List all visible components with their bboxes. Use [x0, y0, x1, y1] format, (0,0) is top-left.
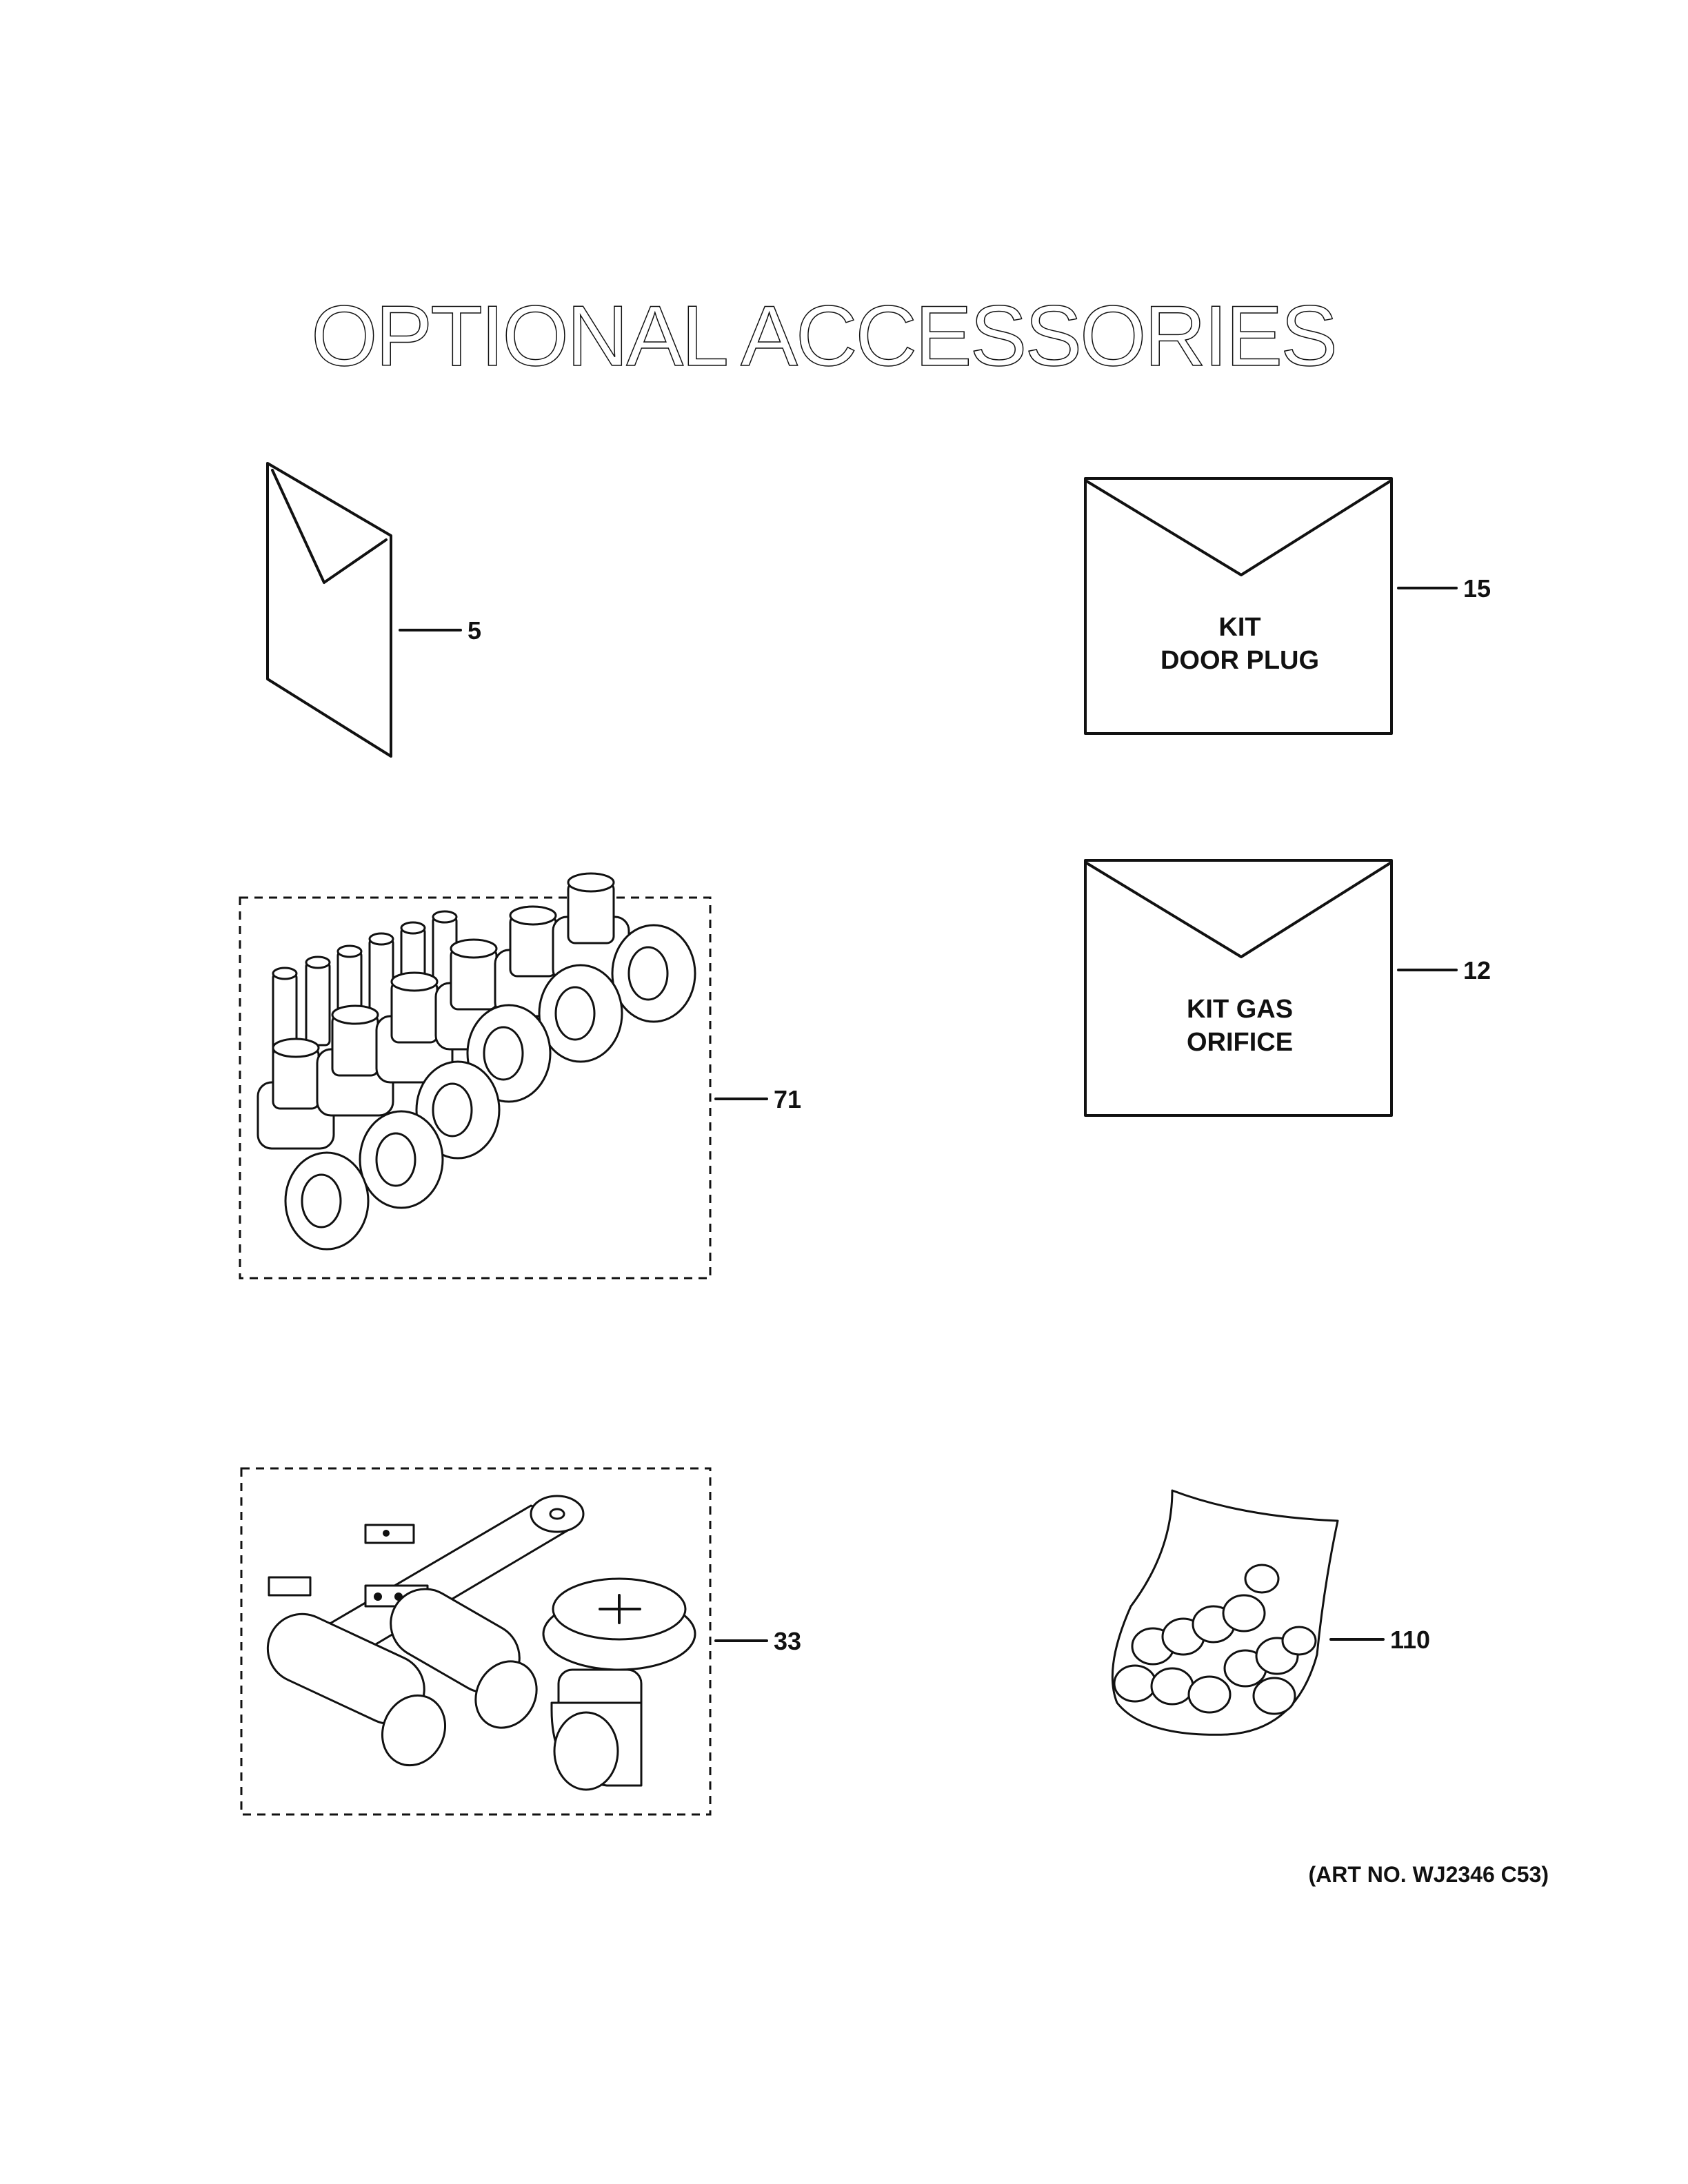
leveling-legs-kit-icon [257, 872, 696, 1251]
part-33-fittings-kit: 33 [240, 1467, 801, 1816]
part-12-gas-orifice-kit: KIT GAS ORIFICE 12 [1084, 859, 1491, 1117]
folded-manual-icon [266, 462, 392, 758]
callout-110: 110 [1390, 1626, 1430, 1654]
kit-label-line-2: ORIFICE [1187, 1028, 1293, 1057]
art-number: (ART NO. WJ2346 C53) [1308, 1862, 1549, 1887]
callout-12: 12 [1463, 956, 1491, 984]
part-110-screw-bag: 110 [1111, 1489, 1430, 1736]
kit-label-line-1: KIT [1218, 613, 1260, 642]
callout-33: 33 [774, 1627, 801, 1655]
page-title: OPTIONAL ACCESSORIES [311, 289, 1336, 384]
part-5-manual: 5 [266, 462, 481, 758]
kit-label-line-1: KIT GAS [1187, 995, 1293, 1024]
conversion-fittings-kit-icon [266, 1495, 696, 1791]
envelope-icon [1084, 477, 1393, 735]
callout-71: 71 [774, 1085, 801, 1113]
envelope-icon [1084, 859, 1393, 1117]
kit-label-line-2: DOOR PLUG [1160, 646, 1319, 675]
callout-15: 15 [1463, 574, 1491, 603]
part-71-legs-kit: 71 [239, 872, 801, 1280]
callout-5: 5 [468, 616, 481, 645]
screw-bag-icon [1111, 1489, 1339, 1736]
part-15-door-plug-kit: KIT DOOR PLUG 15 [1084, 477, 1491, 735]
